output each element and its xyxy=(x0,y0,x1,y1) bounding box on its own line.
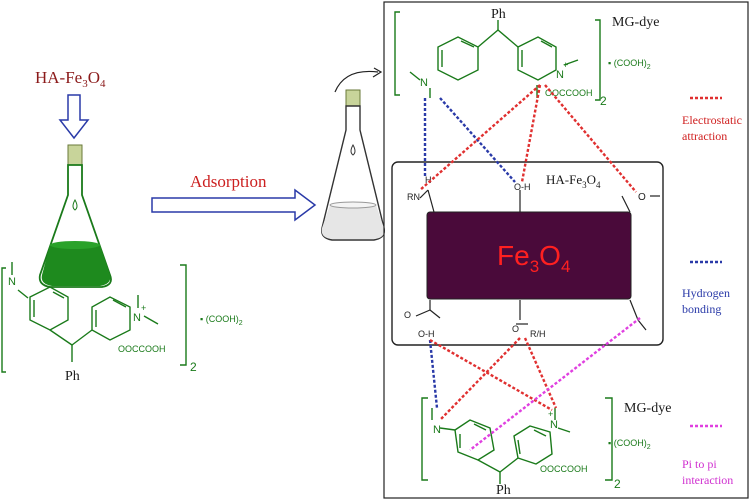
adsorption-arrow xyxy=(151,188,317,222)
down-arrow xyxy=(58,94,90,140)
o-mid-label: O xyxy=(512,324,519,334)
oh-top-label: O-H xyxy=(514,182,531,192)
fe3o4-nanoparticle xyxy=(426,211,632,300)
rn-label: RN xyxy=(407,192,420,202)
svg-text:+: + xyxy=(141,303,146,313)
pi-pi-line-1 xyxy=(469,317,641,451)
mg-dye-top-label: MG-dye xyxy=(612,15,659,30)
legend-electrostatic-line2: attraction xyxy=(682,129,727,143)
electrostatic-line-3 xyxy=(544,84,637,193)
o-h-bottom-label: O-H xyxy=(418,329,435,339)
legend-hydrogen-line1: Hydrogen xyxy=(682,286,730,300)
svg-text:N: N xyxy=(133,312,141,324)
oocc-left: OOCCOOH xyxy=(118,344,166,354)
right-flask xyxy=(321,67,385,241)
left-flask: HA-Fe3O4 xyxy=(35,68,112,288)
right-panel-frame xyxy=(383,1,749,499)
svg-text:N: N xyxy=(433,424,441,436)
svg-text:N: N xyxy=(550,419,558,431)
legend-hydrogen-line2: bonding xyxy=(682,302,721,316)
legend-pipi-line1: Pi to pi xyxy=(682,457,717,471)
electrostatic-line-1 xyxy=(419,84,541,191)
fe3o4-big-label: Fe3O4 xyxy=(497,240,570,276)
left-flask-drop-icon xyxy=(72,198,78,211)
ph-bottom: Ph xyxy=(496,483,511,498)
surface-groups xyxy=(415,189,660,331)
left-mg-dye-structure: N N + xyxy=(1,262,187,373)
h-bond-line-3 xyxy=(428,339,439,409)
left-flask-stopper xyxy=(67,144,83,166)
electrostatic-line-5 xyxy=(429,338,553,412)
o-minus-label: O xyxy=(638,192,646,203)
curved-arrow xyxy=(334,70,379,93)
svg-text:N: N xyxy=(556,69,564,81)
cooh2-top: ▪ (COOH)2 xyxy=(608,58,651,71)
ha-fe3o4-label: HA-Fe3O4 xyxy=(35,68,106,90)
svg-text:N: N xyxy=(8,276,16,288)
adsorption-label: Adsorption xyxy=(190,172,267,191)
legend: Electrostatic attraction Hydrogen bondin… xyxy=(682,96,742,487)
svg-text:+: + xyxy=(548,409,553,419)
top-mg-dye-structure xyxy=(394,11,601,101)
svg-text:N: N xyxy=(420,77,428,89)
left-flask-liquid xyxy=(41,245,111,286)
ph-top: Ph xyxy=(491,7,506,22)
electrostatic-line-2 xyxy=(520,84,542,183)
h-bond-line-2 xyxy=(439,97,516,183)
legend-pipi-line2: interaction xyxy=(682,473,733,487)
right-flask-drop-icon xyxy=(350,143,356,156)
bracket2-left: 2 xyxy=(190,360,197,374)
r-h-label: R/H xyxy=(530,329,546,339)
ph-left: Ph xyxy=(65,369,80,384)
legend-electrostatic-line1: Electrostatic xyxy=(682,113,742,127)
bottom-mg-dye-structure xyxy=(421,397,613,484)
interaction-lines xyxy=(419,84,641,451)
ha-fe3o4-box-label: HA-Fe3O4 xyxy=(546,172,601,190)
cooh2-left: ▪ (COOH)2 xyxy=(200,314,243,327)
oocc-bottom: OOCCOOH xyxy=(540,464,588,474)
svg-text:+: + xyxy=(563,60,568,70)
cooh2-bottom: ▪ (COOH)2 xyxy=(608,438,651,451)
bracket2-top: 2 xyxy=(600,94,607,108)
mg-dye-bottom-label: MG-dye xyxy=(624,401,671,416)
h-label: H xyxy=(425,175,432,185)
o-left-label: O xyxy=(404,310,411,320)
electrostatic-line-4 xyxy=(439,337,521,421)
oocc-top: OOCCOOH xyxy=(545,88,593,98)
electrostatic-line-6 xyxy=(523,337,558,409)
bracket2-bottom: 2 xyxy=(614,477,621,491)
